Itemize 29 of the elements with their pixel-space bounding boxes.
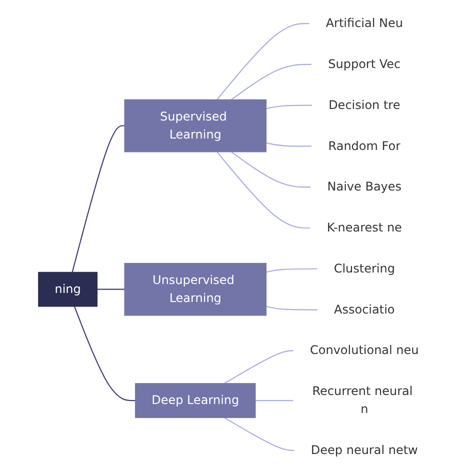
node-text: Artificial Neu bbox=[326, 16, 404, 30]
connector bbox=[74, 306, 136, 402]
node-text: K-nearest ne bbox=[327, 221, 402, 235]
node-text: Associatio bbox=[334, 302, 395, 317]
connector bbox=[231, 152, 312, 188]
node-text: Clustering bbox=[334, 262, 396, 276]
node-text: Deep neural netw bbox=[311, 444, 418, 458]
connector bbox=[216, 23, 310, 100]
connector bbox=[266, 104, 312, 110]
connector bbox=[97, 288, 125, 290]
node-text: Convolutional neu bbox=[310, 344, 419, 358]
connector bbox=[231, 64, 312, 100]
node-text: Decision tre bbox=[328, 98, 400, 112]
connector bbox=[256, 400, 294, 402]
connector bbox=[266, 268, 318, 273]
connector bbox=[72, 125, 125, 272]
connector bbox=[266, 306, 318, 310]
node-box: Unsupervised Learning bbox=[124, 262, 267, 316]
connector bbox=[224, 350, 294, 384]
node-box: Supervised Learning bbox=[124, 99, 267, 152]
connector bbox=[224, 417, 295, 451]
connector bbox=[266, 142, 312, 147]
node-box: Deep Learning bbox=[135, 383, 256, 418]
node-text: Recurrent neural n bbox=[312, 384, 413, 416]
connector bbox=[216, 152, 311, 229]
node-text: Random For bbox=[328, 139, 401, 154]
node-text: Support Vec bbox=[328, 58, 401, 72]
node-box: ning bbox=[38, 272, 98, 307]
node-text: Naive Bayes bbox=[327, 180, 402, 194]
